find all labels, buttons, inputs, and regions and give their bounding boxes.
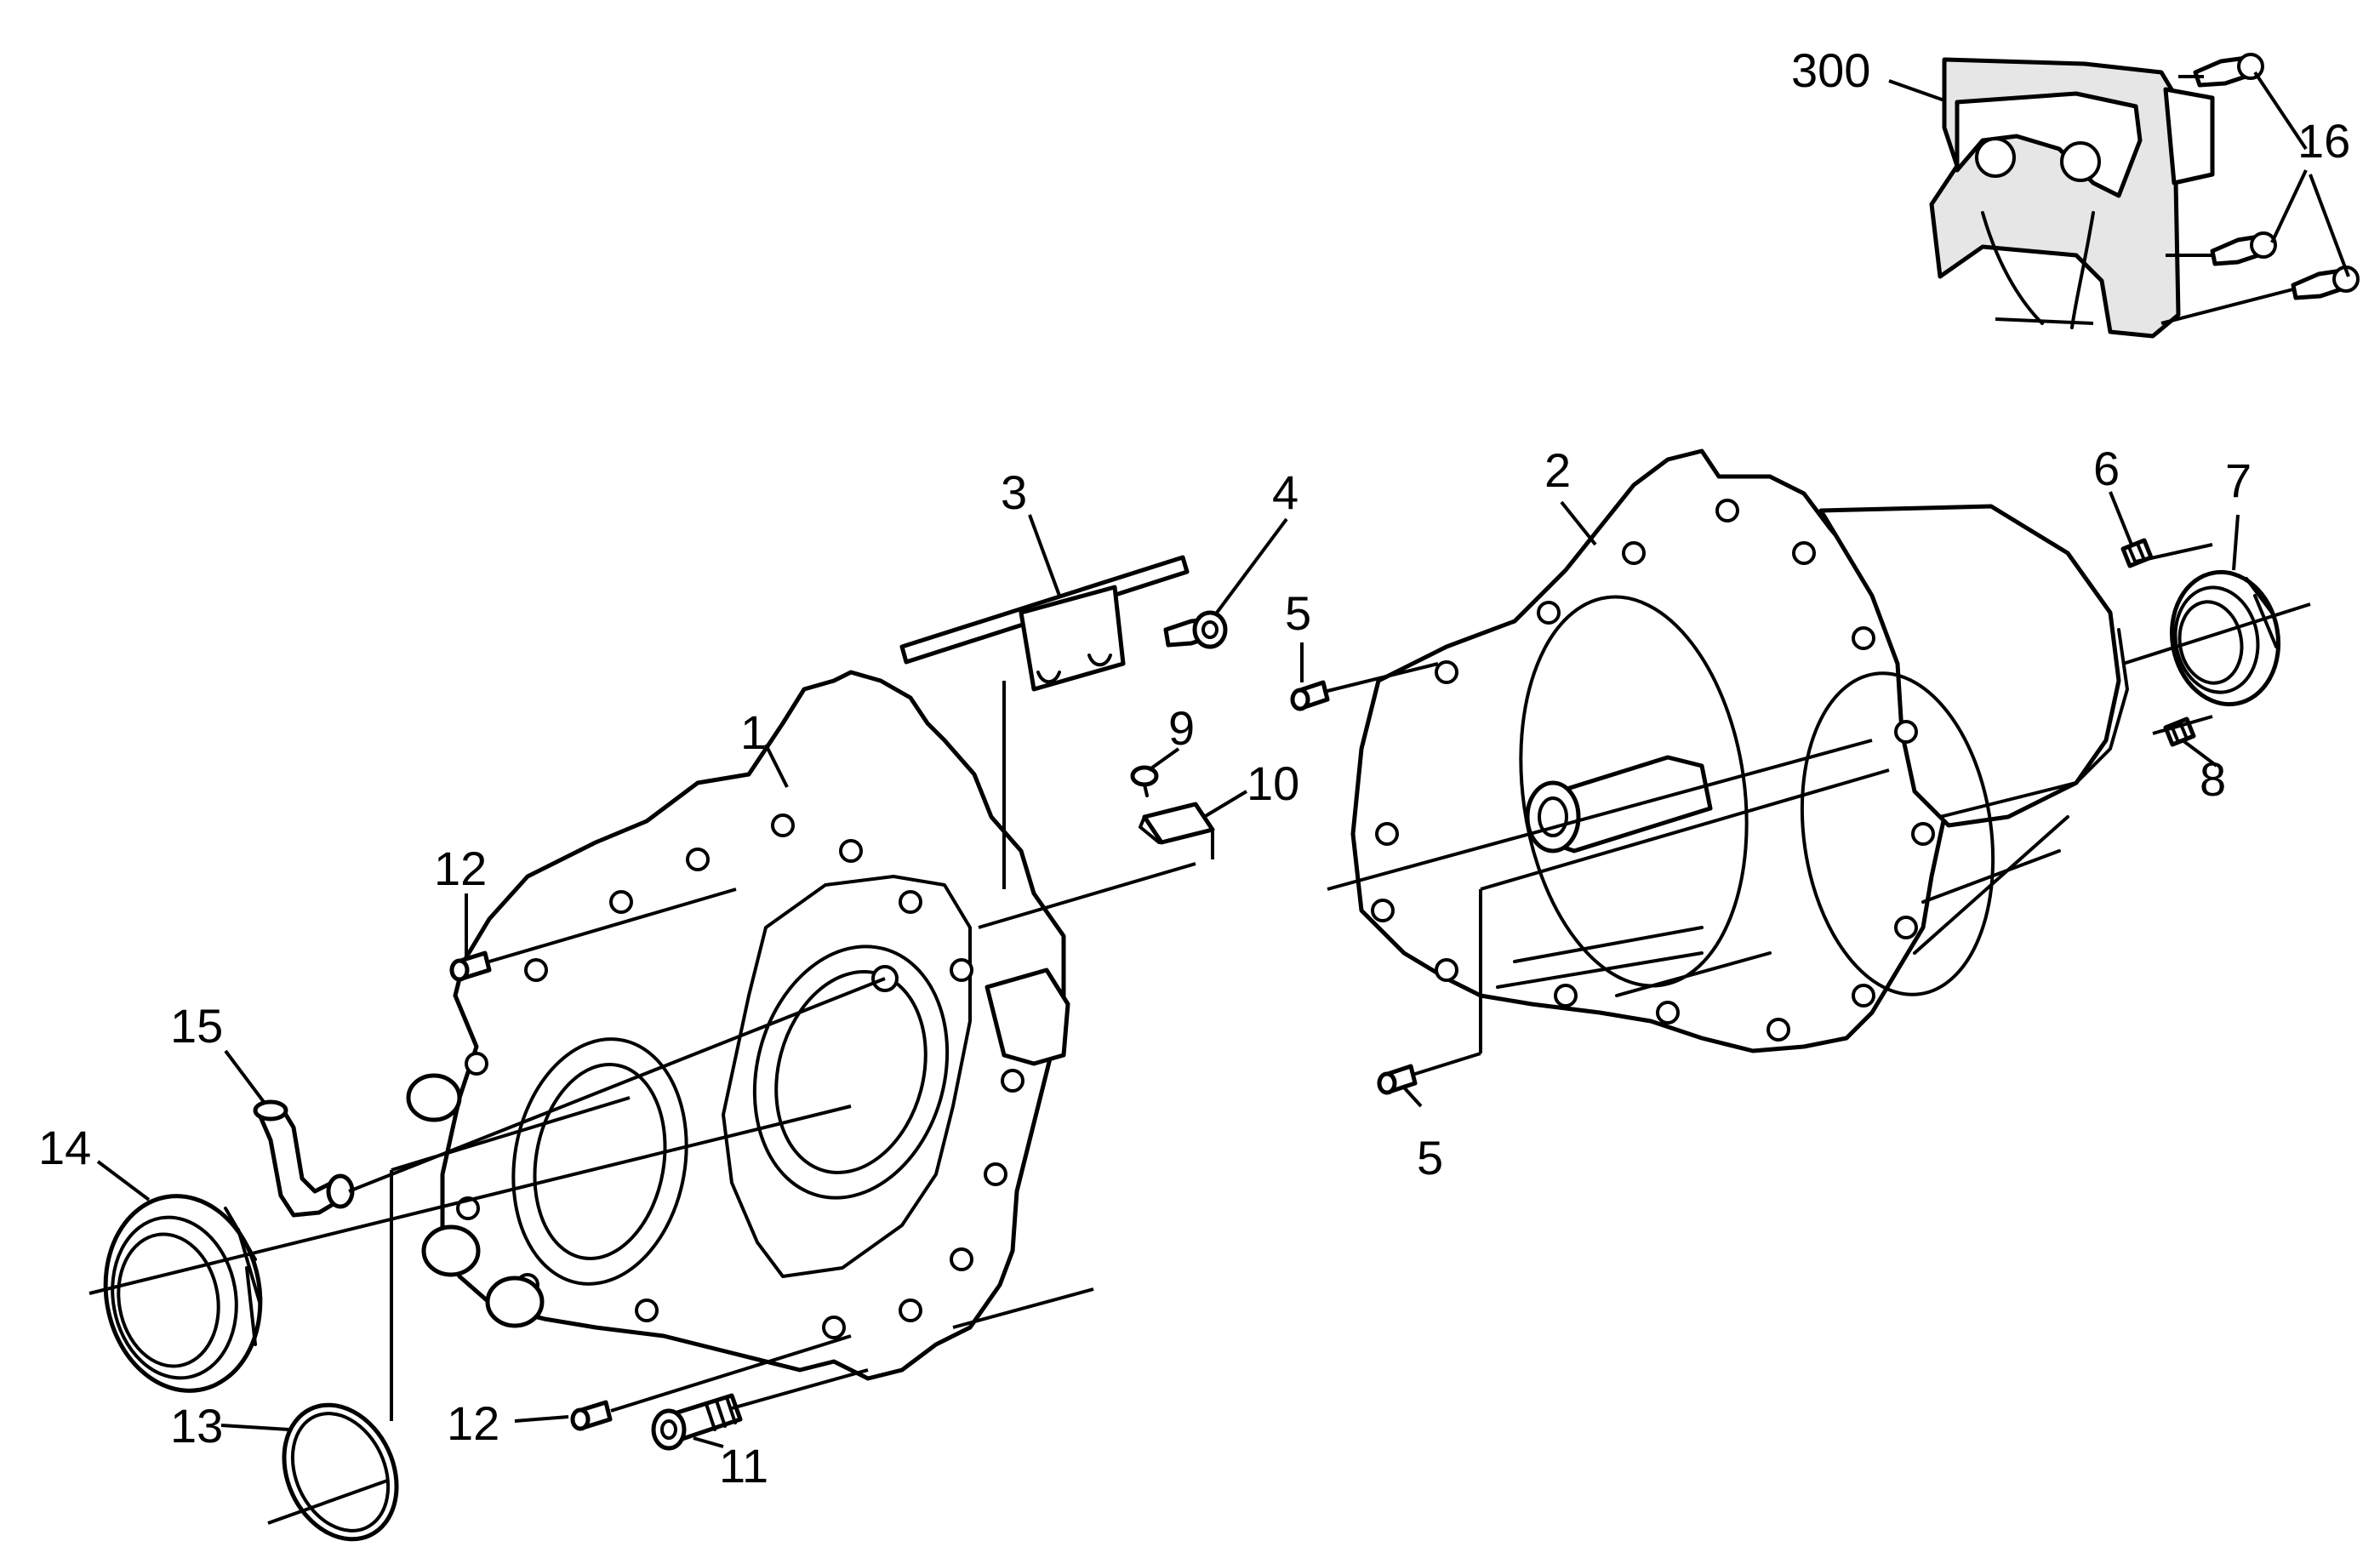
callout-16: 16 — [2297, 114, 2350, 168]
callout-5b: 5 — [1417, 1131, 1443, 1184]
callout-2: 2 — [1544, 443, 1571, 497]
callout-labels: 1 2 3 4 5 5 6 7 8 9 10 11 12 12 13 14 15… — [38, 43, 2350, 1493]
bolt-4 — [1163, 610, 1228, 649]
callout-1: 1 — [740, 705, 767, 759]
callout-3: 3 — [1001, 465, 1027, 519]
rear-housing-2 — [1350, 448, 2129, 1053]
dowel-5b — [1377, 1064, 1418, 1095]
callout-15: 15 — [170, 999, 223, 1053]
front-housing-1 — [406, 670, 1070, 1381]
dowel-5a — [1290, 680, 1330, 711]
callout-14: 14 — [38, 1121, 91, 1174]
seal-7 — [2169, 569, 2281, 707]
callout-4: 4 — [1272, 465, 1298, 519]
fitting-11 — [651, 1393, 743, 1451]
bracket-3 — [899, 555, 1190, 692]
callout-6: 6 — [2093, 442, 2120, 495]
callout-5a: 5 — [1285, 586, 1311, 640]
callout-8: 8 — [2200, 752, 2226, 806]
clip-10 — [1139, 802, 1215, 845]
callout-7: 7 — [2225, 454, 2252, 507]
callout-300: 300 — [1791, 43, 1870, 97]
screw-9 — [1130, 765, 1159, 797]
callout-12a: 12 — [434, 842, 487, 895]
dowel-12a — [449, 950, 492, 982]
callout-13: 13 — [170, 1399, 223, 1453]
dowel-12b — [570, 1400, 613, 1431]
callout-9: 9 — [1168, 701, 1195, 755]
seal-14 — [103, 1194, 263, 1393]
ring-seal-13 — [282, 1402, 399, 1542]
callout-10: 10 — [1247, 756, 1299, 810]
callout-leaders — [96, 71, 2350, 1448]
leader-lines — [88, 543, 2311, 1525]
vent-elbow-15 — [253, 1099, 355, 1218]
callout-11: 11 — [719, 1439, 768, 1493]
shift-fork-assembly-300 — [1929, 53, 2360, 339]
callout-12b: 12 — [447, 1396, 499, 1450]
